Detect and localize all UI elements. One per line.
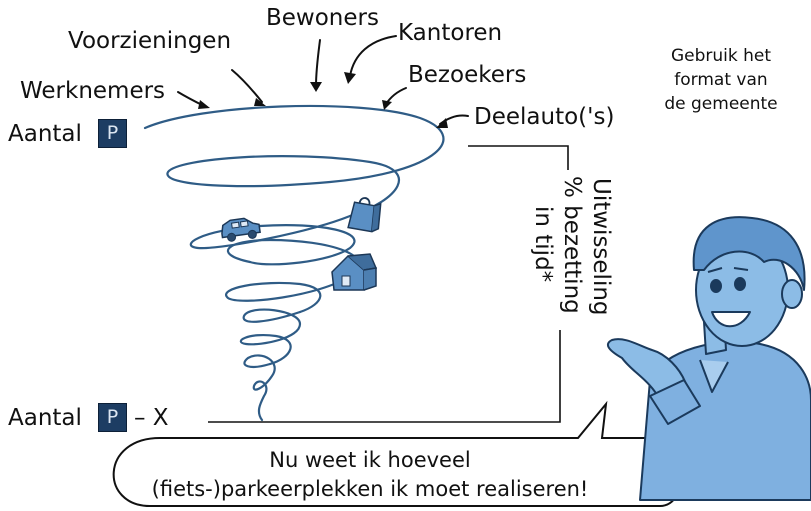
tornado-funnel bbox=[143, 104, 445, 422]
format-note-line-1: Gebruik het bbox=[670, 46, 772, 66]
side-text-line-1: Uitwisseling bbox=[588, 178, 614, 316]
label-kantoren: Kantoren bbox=[398, 20, 503, 46]
label-deelautos: Deelauto('s) bbox=[474, 104, 615, 130]
house-icon bbox=[331, 253, 378, 291]
side-text-line-2: % bezetting bbox=[559, 176, 585, 314]
label-voorzieningen: Voorzieningen bbox=[68, 28, 232, 54]
side-text-line-3: in tijd* bbox=[530, 206, 556, 283]
arrow-kantoren bbox=[349, 35, 397, 77]
connector-top bbox=[468, 145, 569, 170]
shopping-bag-icon bbox=[347, 197, 382, 233]
parking-icon-top: P bbox=[98, 119, 127, 148]
format-note: Gebruik het format van de gemeente bbox=[646, 44, 796, 116]
person-illustration bbox=[606, 216, 811, 501]
arrow-voorzieningen bbox=[231, 69, 263, 103]
car-icon bbox=[221, 217, 261, 242]
bottom-count-label: Aantal bbox=[8, 405, 82, 431]
format-note-line-2: format van bbox=[674, 70, 768, 90]
connector-bottom bbox=[208, 330, 561, 423]
speech-bubble-line-2: (fiets-)parkeerplekken ik moet realisere… bbox=[151, 477, 589, 501]
speech-bubble-text: Nu weet ik hoeveel (fiets-)parkeerplekke… bbox=[110, 446, 630, 504]
arrow-bewoners bbox=[315, 39, 321, 87]
speech-bubble-line-1: Nu weet ik hoeveel bbox=[269, 448, 471, 472]
label-bezoekers: Bezoekers bbox=[408, 62, 527, 88]
parking-icon-bottom: P bbox=[98, 403, 127, 432]
top-count-label: Aantal bbox=[8, 121, 82, 147]
label-bewoners: Bewoners bbox=[266, 5, 379, 31]
bottom-count-suffix: – X bbox=[134, 405, 169, 431]
label-werknemers: Werknemers bbox=[20, 78, 166, 104]
format-note-line-3: de gemeente bbox=[664, 94, 778, 114]
